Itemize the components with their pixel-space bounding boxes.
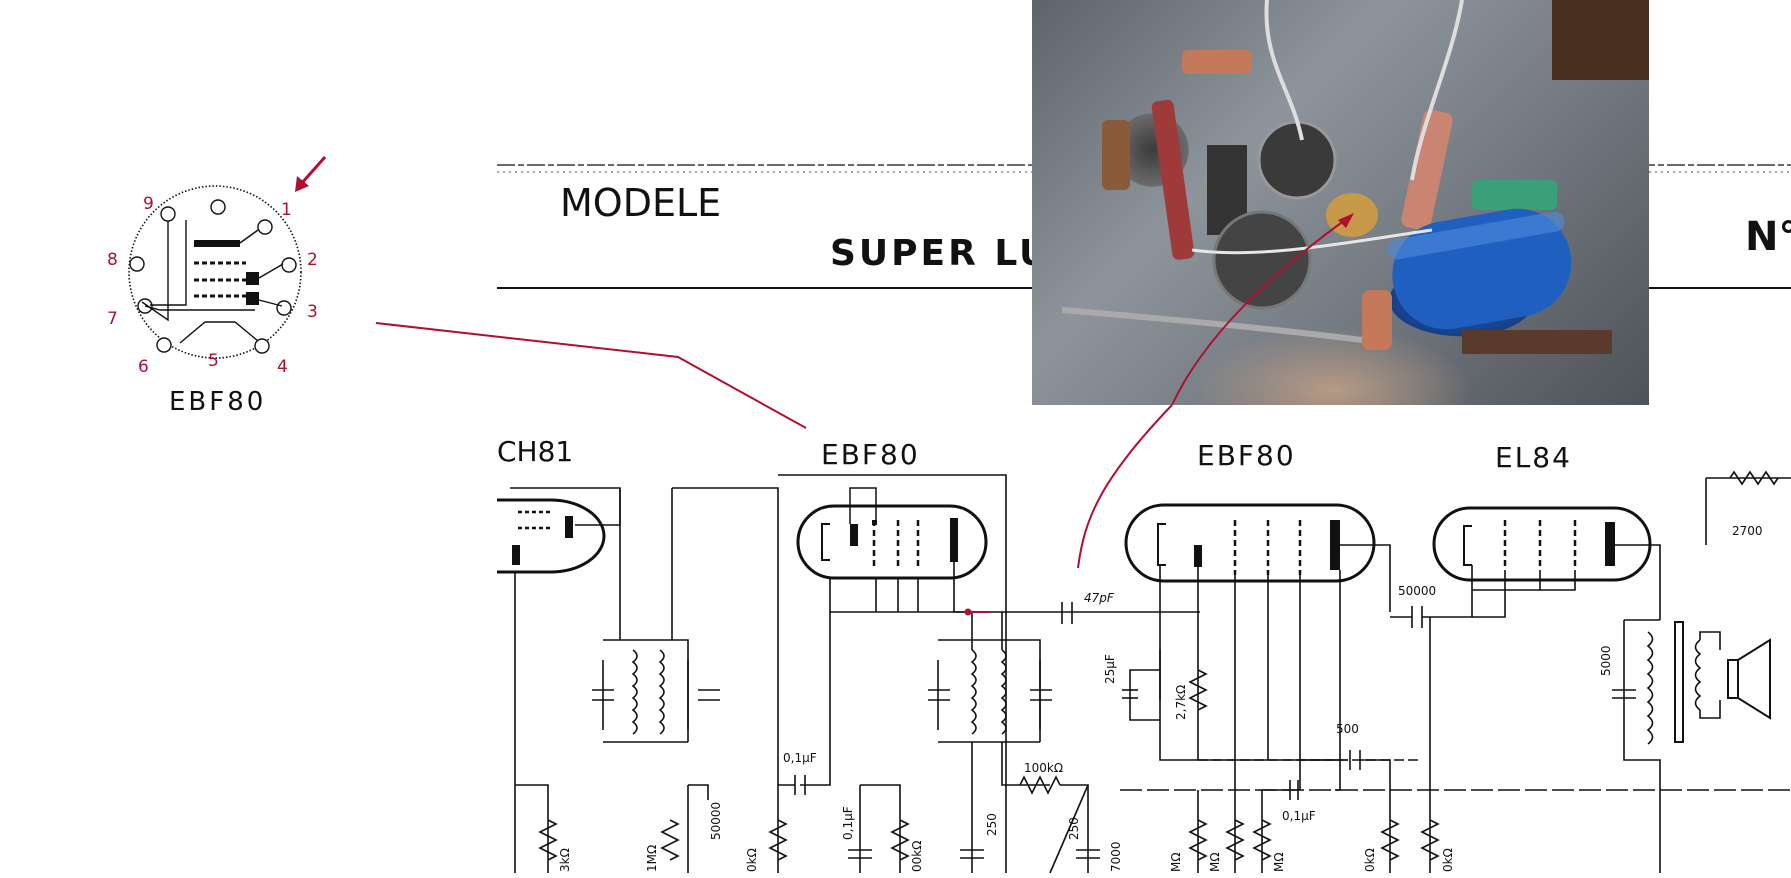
tube-label-ch81: CH81 — [497, 435, 573, 468]
tube-ebf80-b — [1124, 503, 1376, 583]
label-res-0k-b: 0kΩ — [1363, 848, 1377, 872]
label-res-2700: 2700 — [1732, 524, 1763, 538]
label-res-00k: 00kΩ — [910, 841, 924, 872]
pinout-diagram: 1 2 3 4 5 6 7 8 9 EBF80 — [107, 156, 327, 417]
tube-el84 — [1432, 506, 1652, 582]
tube-ch81 — [497, 487, 621, 574]
label-cap-01uf-b: 0,1μF — [841, 806, 855, 840]
tube-label-ebf80-a: EBF80 — [821, 438, 920, 471]
pin-label-4: 4 — [277, 357, 288, 377]
label-res-m-b: MΩ — [1208, 852, 1222, 872]
wiring — [514, 470, 1791, 874]
label-cap-01uf-a: 0,1μF — [783, 751, 817, 765]
tube-ebf80-a — [796, 487, 988, 580]
pin-label-9: 9 — [143, 194, 154, 214]
label-res-2-7k: 2,7kΩ — [1174, 685, 1188, 720]
pin-label-1: 1 — [281, 200, 292, 220]
pin-label-6: 6 — [138, 357, 149, 377]
label-res-0k: 0kΩ — [745, 848, 759, 872]
pin-label-2: 2 — [307, 250, 318, 270]
label-res-7000: 7000 — [1109, 841, 1123, 872]
label-res-m-a: MΩ — [1169, 852, 1183, 872]
label-cap-50000: 50000 — [1398, 584, 1436, 598]
annotation-pointer-line — [375, 322, 807, 429]
label-res-3k: 3kΩ — [558, 848, 572, 872]
label-cap-25uf: 25μF — [1103, 654, 1117, 684]
label-cap-47pf: 47pF — [1084, 591, 1115, 605]
label-res-1m: 1MΩ — [645, 845, 659, 872]
label-cap-50000-b: 50000 — [709, 802, 723, 840]
label-cap-250-b: 250 — [1067, 817, 1081, 840]
pin-label-3: 3 — [307, 302, 318, 322]
number-label: N° — [1745, 214, 1791, 260]
label-res-m-c: MΩ — [1272, 852, 1286, 872]
label-cap-01uf-c: 0,1μF — [1282, 809, 1316, 823]
pinout-tube-name: EBF80 — [169, 387, 266, 417]
label-cap-5000: 5000 — [1599, 645, 1613, 676]
model-name: SUPER LU — [830, 233, 1051, 274]
label-res-0k-c: 0kΩ — [1441, 848, 1455, 872]
label-res-100k: 100kΩ — [1024, 761, 1063, 775]
modele-label: MODELE — [560, 181, 721, 225]
schematic-header: MODELE SUPER LU N° — [497, 164, 1791, 289]
chassis-photo-art — [1061, 0, 1649, 405]
highlight-node — [964, 608, 972, 616]
label-cap-500: 500 — [1336, 722, 1359, 736]
label-cap-250-a: 250 — [985, 813, 999, 836]
tube-label-ebf80-b: EBF80 — [1197, 439, 1296, 472]
pin-label-7: 7 — [107, 309, 118, 329]
tube-label-el84: EL84 — [1495, 441, 1572, 474]
pin-label-8: 8 — [107, 250, 118, 270]
pin-label-5: 5 — [208, 351, 219, 371]
chassis-photo — [1032, 0, 1649, 405]
